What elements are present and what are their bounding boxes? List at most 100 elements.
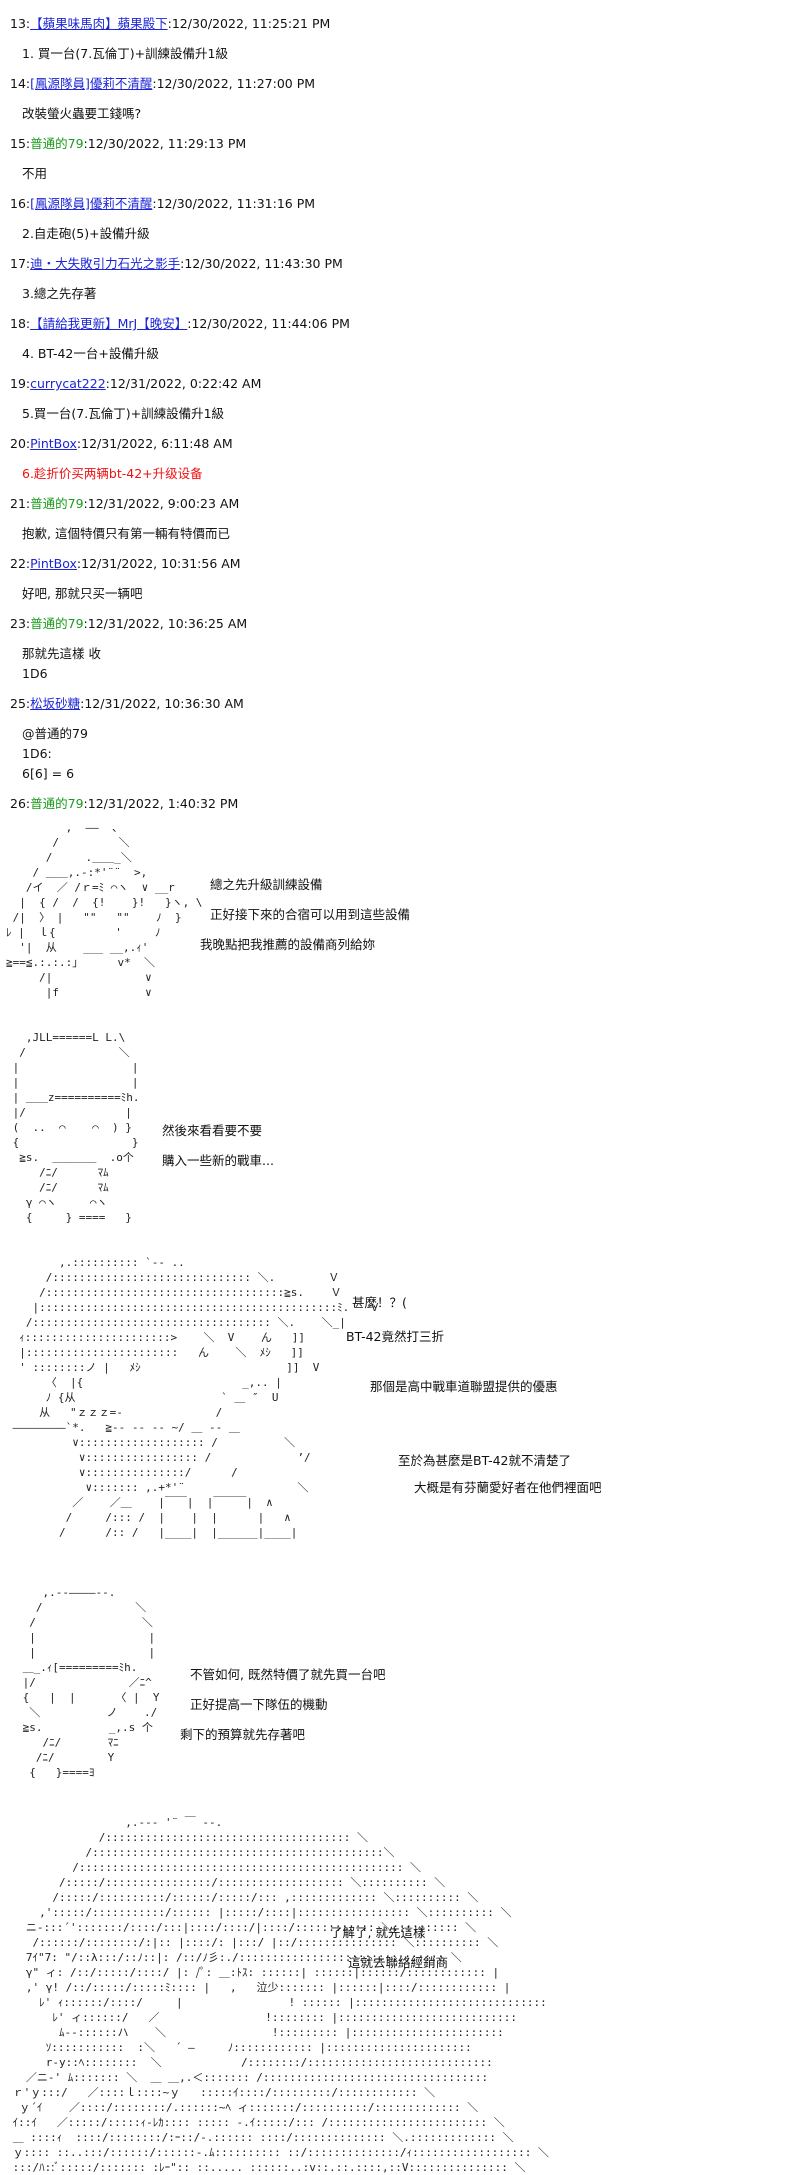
separator: : <box>80 696 85 711</box>
post-number: 21 <box>10 496 26 511</box>
post-header: 18:【請給我更新】MrJ【晚安】:12/30/2022, 11:44:06 P… <box>10 314 790 334</box>
post-body: 1. 買一台(7.瓦倫丁)+訓練設備升1級 <box>22 46 229 61</box>
separator: : <box>25 696 31 711</box>
poster-name: 普通的79 <box>30 616 84 631</box>
dialogue-line: 然後來看看要不要 <box>162 1123 263 1138</box>
post-header: 13:【蘋果味馬肉】蘋果殿下:12/30/2022, 11:25:21 PM <box>10 14 790 34</box>
separator: : <box>83 796 88 811</box>
separator: : <box>25 76 31 91</box>
post-number: 13 <box>10 16 26 31</box>
post-number: 23 <box>10 616 26 631</box>
poster-name-link[interactable]: 迪・大失敗引力石光之影手 <box>30 256 181 271</box>
poster-name-link[interactable]: 【請給我更新】MrJ【晚安】 <box>30 316 188 331</box>
post-number: 16 <box>10 196 26 211</box>
dialogue-line: 了解了, 就先這樣 <box>330 1925 426 1940</box>
post-body: 抱歉, 這個特價只有第一輛有特價而已 <box>22 526 230 541</box>
separator: : <box>25 556 31 571</box>
post-number: 17 <box>10 256 26 271</box>
post-header: 25:松坂砂糖:12/31/2022, 10:36:30 AM <box>10 694 790 714</box>
separator: : <box>25 496 31 511</box>
separator: : <box>152 196 157 211</box>
separator: : <box>83 136 88 151</box>
post-body: @普通的79 1D6: 6[6] = 6 <box>22 726 88 781</box>
poster-name-link[interactable]: PintBox <box>30 556 77 571</box>
post-number: 15 <box>10 136 26 151</box>
post: 17:迪・大失敗引力石光之影手:12/30/2022, 11:43:30 PM 3… <box>10 254 790 304</box>
post-timestamp: 12/31/2022, 6:11:48 AM <box>81 436 233 451</box>
post-body: 2.自走砲(5)+設備升級 <box>22 226 150 241</box>
post-body: 6.趁折价买两辆bt-42+升级设备 <box>22 466 203 481</box>
poster-name: 普通的79 <box>30 496 84 511</box>
poster-name-link[interactable]: 【蘋果味馬肉】蘋果殿下 <box>30 16 168 31</box>
ascii-art-character-5: ,.--‐ '¨ ￣ ‐-. /::::::::::::::::::::::::… <box>12 1816 549 2174</box>
post: 25:松坂砂糖:12/31/2022, 10:36:30 AM @普通的79 1D… <box>10 694 790 784</box>
separator: : <box>187 316 192 331</box>
post-header: 17:迪・大失敗引力石光之影手:12/30/2022, 11:43:30 PM <box>10 254 790 274</box>
post-timestamp: 12/31/2022, 10:36:30 AM <box>84 696 244 711</box>
thread: 13:【蘋果味馬肉】蘋果殿下:12/30/2022, 11:25:21 PM 1.… <box>10 14 790 814</box>
post-timestamp: 12/31/2022, 1:40:32 PM <box>87 796 239 811</box>
separator: : <box>83 496 88 511</box>
post-header: 22:PintBox:12/31/2022, 10:31:56 AM <box>10 554 790 574</box>
poster-name-link[interactable]: 松坂砂糖 <box>30 696 81 711</box>
separator: : <box>25 256 31 271</box>
post-header: 21:普通的79:12/31/2022, 9:00:23 AM <box>10 494 790 514</box>
ascii-art-character-1: , ―― 、 / ＼ / .＿＿_＼ / ＿＿,.-:*'¨¨ >, /イ ／ … <box>6 821 203 999</box>
separator: : <box>167 16 172 31</box>
post-header: 16:[鳳源隊員]優莉不清醒:12/30/2022, 11:31:16 PM <box>10 194 790 214</box>
dialogue-line: 總之先升級訓練設備 <box>210 877 323 892</box>
poster-name: 普通的79 <box>30 136 84 151</box>
exclaim-bubble: 甚麼！？( <box>352 1270 407 1314</box>
post-body: 4. BT-42一台+設備升級 <box>22 346 159 361</box>
separator: : <box>105 376 110 391</box>
poster-name: 普通的79 <box>30 796 84 811</box>
post-number: 26 <box>10 796 26 811</box>
post-body: 改裝螢火蟲要工錢嗎? <box>22 106 142 121</box>
poster-name-link[interactable]: [鳳源隊員]優莉不清醒 <box>30 76 153 91</box>
poster-name-link[interactable]: [鳳源隊員]優莉不清醒 <box>30 196 153 211</box>
post-header: 14:[鳳源隊員]優莉不清醒:12/30/2022, 11:27:00 PM <box>10 74 790 94</box>
separator: : <box>83 616 88 631</box>
post: 23:普通的79:12/31/2022, 10:36:25 AM 那就先這樣 收 … <box>10 614 790 684</box>
post: 26:普通的79:12/31/2022, 1:40:32 PM <box>10 794 790 814</box>
dialogue-line: 剩下的預算就先存著吧 <box>180 1727 306 1742</box>
poster-name-link[interactable]: currycat222 <box>30 376 106 391</box>
dialogue-line: 大概是有芬蘭愛好者在他們裡面吧 <box>414 1480 602 1495</box>
dialogue-line: 那個是高中戰車道聯盟提供的優惠 <box>370 1379 558 1394</box>
separator: : <box>152 76 157 91</box>
post: 21:普通的79:12/31/2022, 9:00:23 AM 抱歉, 這個特價只… <box>10 494 790 544</box>
separator: : <box>25 616 31 631</box>
post-body: 5.買一台(7.瓦倫丁)+訓練設備升1級 <box>22 406 225 421</box>
post-body: 好吧, 那就只买一辆吧 <box>22 586 143 601</box>
dialogue-line: 正好接下來的合宿可以用到這些設備 <box>210 907 411 922</box>
separator: : <box>76 556 82 571</box>
dialogue-line: 至於為甚麼是BT-42就不清楚了 <box>398 1453 571 1468</box>
post-body: 3.總之先存著 <box>22 286 97 301</box>
separator: : <box>25 436 31 451</box>
ascii-art-character-3: ,.:::::::::: `‐- .. /:::::::::::::::::::… <box>12 1256 381 1539</box>
post-header: 20:PintBox:12/31/2022, 6:11:48 AM <box>10 434 790 454</box>
post-number: 22 <box>10 556 26 571</box>
ascii-art-character-2: ,JLL======L L.\ / ＼ | | | | | ＿＿z=======… <box>12 1031 140 1224</box>
separator: : <box>25 16 31 31</box>
separator: : <box>25 196 31 211</box>
post: 16:[鳳源隊員]優莉不清醒:12/30/2022, 11:31:16 PM 2.… <box>10 194 790 244</box>
post-header: 23:普通的79:12/31/2022, 10:36:25 AM <box>10 614 790 634</box>
post-body: 不用 <box>22 166 48 181</box>
post-timestamp: 12/31/2022, 10:31:56 AM <box>81 556 241 571</box>
dialogue-line: 這就去聯絡經銷商 <box>348 1955 449 1970</box>
dialogue-line: 正好提高一下隊伍的機動 <box>190 1697 328 1712</box>
post-body: 那就先這樣 收 1D6 <box>22 646 101 681</box>
dialogue-line: 不管如何, 既然特價了就先買一台吧 <box>190 1667 386 1682</box>
post-timestamp: 12/30/2022, 11:27:00 PM <box>156 76 316 91</box>
ascii-art-character-4: ,.-‐――――‐-. / ＼ / ＼ | | | | ＿_.ｨ[=======… <box>22 1586 160 1779</box>
post: 18:【請給我更新】MrJ【晚安】:12/30/2022, 11:44:06 P… <box>10 314 790 364</box>
poster-name-link[interactable]: PintBox <box>30 436 77 451</box>
post: 13:【蘋果味馬肉】蘋果殿下:12/30/2022, 11:25:21 PM 1.… <box>10 14 790 64</box>
dialogue-line: 甚麼！？( <box>352 1295 407 1310</box>
dialogue-line: 我晚點把我推薦的設備商列給妳 <box>200 937 376 952</box>
separator: : <box>76 436 82 451</box>
post-number: 19 <box>10 376 26 391</box>
